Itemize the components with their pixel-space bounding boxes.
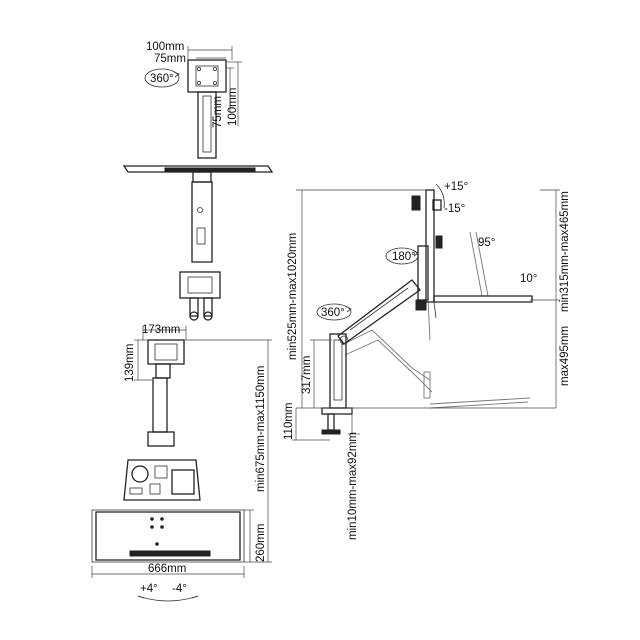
swivel-base-label: 360° [321, 307, 345, 319]
screen-angle-label: 95° [478, 237, 495, 249]
tilt-up-label: +15° [444, 181, 468, 193]
clamp-height-label: 110mm [283, 403, 295, 441]
vesa-min-label: 75mm [154, 53, 186, 65]
height-range-label: min525mm-max1020mm [287, 233, 299, 360]
screen-offset-label: min315mm-max465mm [559, 191, 571, 312]
side-view: 180° 360° +15° -15° 95° 10° min525mm-max… [283, 181, 571, 540]
rotation-360-label: 360° [150, 73, 174, 85]
keyboard-angle-label: 10° [520, 273, 537, 285]
tray-depth-label: 260mm [255, 524, 267, 562]
desk-thickness-label: min10mm-max92mm [347, 432, 359, 540]
pole-height-label: 317mm [301, 356, 313, 394]
tray-width-label: 666mm [148, 563, 186, 575]
keyboard-height-label: max495mm [559, 326, 571, 386]
plan-view: 173mm 139mm min675mm-max1150mm 260mm 666… [91, 324, 272, 602]
front-view: 100mm 75mm 75mm 100mm 360° [122, 41, 274, 321]
plan-depth-label: 139mm [124, 344, 136, 382]
total-reach-label: min675mm-max1150mm [255, 366, 267, 492]
vesa-v-max-label: 100mm [227, 88, 239, 126]
swivel-arm-label: 180° [392, 251, 416, 263]
tilt-plus-label: +4° [140, 583, 158, 595]
vesa-v-min-label: 75mm [212, 96, 224, 128]
tilt-minus-label: -4° [172, 583, 187, 595]
vesa-max-label: 100mm [146, 41, 184, 53]
plan-width-label: 173mm [142, 324, 180, 336]
tilt-down-label: -15° [444, 203, 465, 215]
